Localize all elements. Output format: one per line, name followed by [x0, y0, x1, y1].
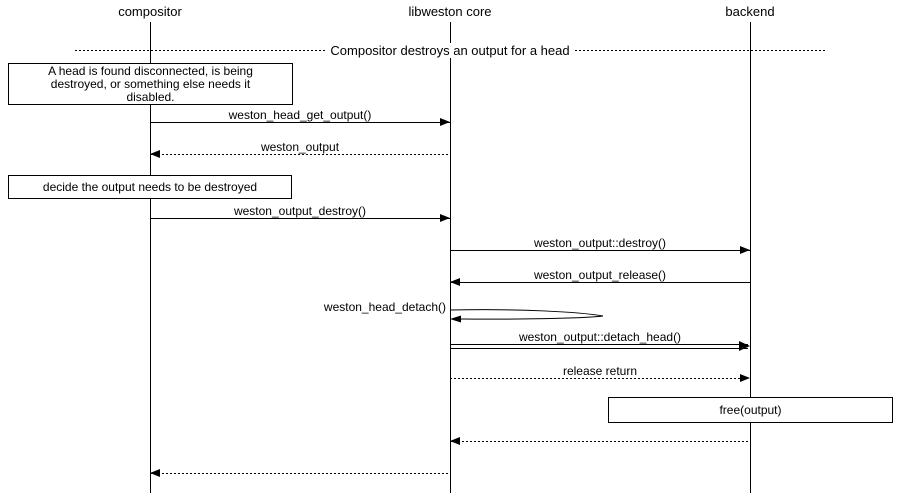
message-line-weston-output-detach-head-top — [450, 344, 748, 345]
note-decide-destroy: decide the output needs to be destroyed — [8, 175, 292, 199]
arrowhead-left-icon — [450, 315, 461, 323]
lifeline-compositor — [150, 22, 151, 493]
message-label-weston-output-detach-head: weston_output::detach_head() — [518, 330, 682, 344]
message-line-weston-output-destroy-vfunc — [450, 250, 750, 251]
message-label-release-return: release return — [562, 364, 638, 378]
message-label-weston-output: weston_output — [260, 140, 340, 154]
note-line: A head is found disconnected, is being — [48, 64, 253, 78]
actor-libweston-core: libweston core — [408, 4, 492, 19]
message-line-weston-output-destroy — [150, 218, 450, 219]
arrowhead-right-icon — [739, 341, 750, 351]
message-line-weston-head-get-output — [150, 122, 450, 123]
arrowhead-left-icon — [150, 469, 160, 477]
actor-compositor: compositor — [118, 4, 182, 19]
arrowhead-right-icon — [440, 118, 450, 126]
note-line: destroyed, or something else needs it — [50, 77, 251, 91]
note-line: decide the output needs to be destroyed — [42, 180, 258, 194]
lifeline-backend — [750, 22, 751, 493]
message-label-weston-output-destroy: weston_output_destroy() — [233, 204, 367, 218]
message-label-weston-output-release: weston_output_release() — [533, 268, 667, 282]
message-label-weston-head-get-output: weston_head_get_output() — [228, 108, 372, 122]
note-line: disabled. — [126, 90, 175, 104]
arrowhead-left-icon — [150, 150, 160, 158]
lifeline-libweston-core — [450, 22, 451, 493]
actor-backend: backend — [725, 4, 775, 19]
message-label-weston-head-detach: weston_head_detach() — [323, 300, 446, 314]
arrowhead-left-icon — [450, 278, 460, 286]
action-box-free-output: free(output) — [608, 397, 893, 423]
arrowhead-right-icon — [440, 214, 450, 222]
note-head-disconnected: A head is found disconnected, is being d… — [8, 63, 293, 105]
divider-label: Compositor destroys an output for a head — [0, 43, 900, 58]
message-line-return-backend — [450, 441, 750, 442]
arrowhead-left-icon — [450, 437, 460, 445]
arrowhead-right-icon — [740, 246, 750, 254]
message-line-release-return — [450, 378, 740, 379]
message-label-weston-output-destroy-vfunc: weston_output::destroy() — [533, 236, 667, 250]
message-line-return-compositor — [150, 473, 450, 474]
message-line-weston-output-release — [450, 282, 750, 283]
message-line-weston-output-detach-head-bottom — [450, 348, 748, 349]
arrowhead-right-icon — [740, 374, 750, 382]
action-box-label: free(output) — [719, 403, 782, 417]
message-line-weston-output — [150, 154, 450, 155]
self-message-loop — [450, 309, 604, 323]
